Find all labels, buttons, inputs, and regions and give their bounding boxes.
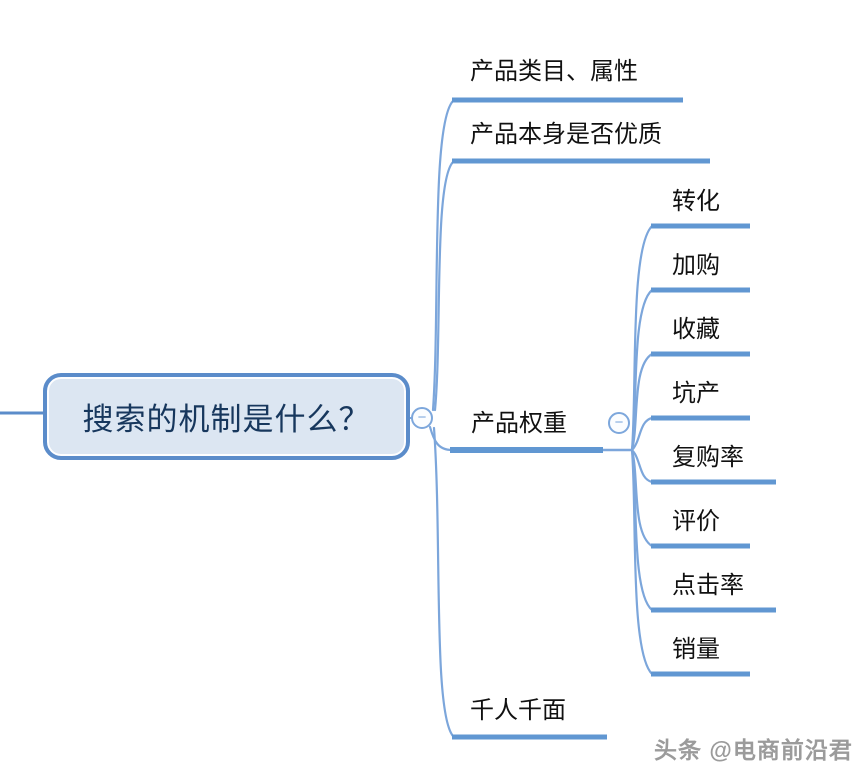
root-topic-label: 搜索的机制是什么？	[82, 402, 371, 437]
connector-root-to-thousand	[432, 426, 455, 738]
connector-weight-to-sales	[630, 448, 654, 676]
toutiao-watermark: 头条 @电商前沿君	[654, 737, 853, 763]
topic-add-to-cart[interactable]: 加购	[672, 252, 720, 279]
topic-product-quality[interactable]: 产品本身是否优质	[470, 121, 662, 148]
connector-weight-to-pit	[630, 416, 654, 452]
topic-click-rate[interactable]: 点击率	[672, 572, 744, 599]
connector-root-to-quality	[433, 160, 455, 412]
topic-reviews[interactable]: 评价	[672, 508, 720, 535]
topic-favorites[interactable]: 收藏	[672, 316, 720, 343]
connector-weight-to-repurchase	[630, 448, 654, 484]
topic-thousand-faces[interactable]: 千人千面	[470, 697, 566, 724]
topic-sales-volume[interactable]: 销量	[672, 636, 720, 663]
root-topic[interactable]: 搜索的机制是什么？	[43, 373, 410, 460]
connector-root-to-category	[431, 99, 455, 412]
connector-weight-to-favorite	[630, 352, 654, 452]
topic-pit-output[interactable]: 坑产	[672, 380, 720, 407]
topic-conversion[interactable]: 转化	[672, 188, 720, 215]
topic-repurchase-rate[interactable]: 复购率	[672, 444, 744, 471]
topic-product-weight[interactable]: 产品权重	[471, 410, 567, 437]
connector-root-to-weight	[428, 425, 454, 452]
topic-product-category[interactable]: 产品类目、属性	[470, 58, 638, 85]
collapse-button-weight[interactable]: −	[608, 412, 630, 434]
collapse-button-root[interactable]: −	[411, 407, 433, 429]
